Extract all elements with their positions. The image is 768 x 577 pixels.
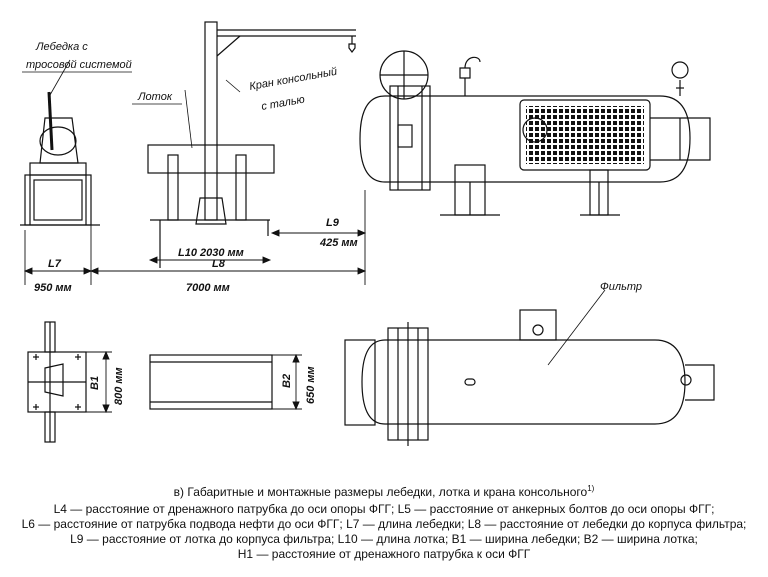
dim-b1-value: 800 мм (113, 367, 125, 405)
tray-top-view (149, 354, 273, 410)
crane-label-line2: с талью (260, 94, 305, 113)
dim-b2-label: B2 (281, 374, 293, 388)
dimension-lines-top (23, 190, 367, 285)
winch-side-view (20, 91, 100, 226)
legend-line: L9 — расстояние от лотка до корпуса филь… (70, 532, 698, 546)
legend-line: L6 — расстояние от патрубка подвода нефт… (21, 517, 747, 531)
legend: L4 — расстояние от дренажного патрубка д… (0, 502, 768, 562)
filter-side-view (359, 50, 711, 216)
dim-l8-value: 7000 мм (186, 282, 230, 294)
legend-line: L4 — расстояние от дренажного патрубка д… (53, 502, 715, 516)
figure-caption: в) Габаритные и монтажные размеры лебедк… (0, 481, 768, 500)
dim-l9-label: L9 (326, 217, 340, 229)
dim-l9-value: 425 мм (319, 237, 358, 249)
filter-top-view (344, 309, 715, 446)
dim-l8-label: L8 (212, 258, 226, 270)
caption-text: в) Габаритные и монтажные размеры лебедк… (173, 485, 588, 499)
dim-l7-label: L7 (48, 258, 62, 270)
tray-label: Лоток (137, 91, 173, 103)
winch-label-line2: тросовой системой (26, 59, 132, 71)
legend-line: H1 — расстояние от дренажного патрубка к… (237, 547, 531, 561)
dim-l7-value: 950 мм (34, 282, 72, 294)
filter-label: Фильтр (600, 281, 642, 293)
winch-top-view (27, 321, 87, 443)
dimension-lines-bottom (86, 350, 302, 414)
caption-footnote: 1) (587, 484, 595, 493)
dim-b2-value: 650 мм (305, 366, 317, 404)
crane-label-line1: Кран консольный (248, 66, 338, 93)
technical-drawing: Лебедка с тросовой системой Лоток Кран к… (20, 21, 715, 446)
dim-b1-label: B1 (89, 376, 101, 390)
crane-tray-side-view (147, 21, 356, 268)
winch-label-line1: Лебедка с (35, 41, 88, 53)
dim-l10-value: L10 2030 мм (178, 247, 244, 259)
